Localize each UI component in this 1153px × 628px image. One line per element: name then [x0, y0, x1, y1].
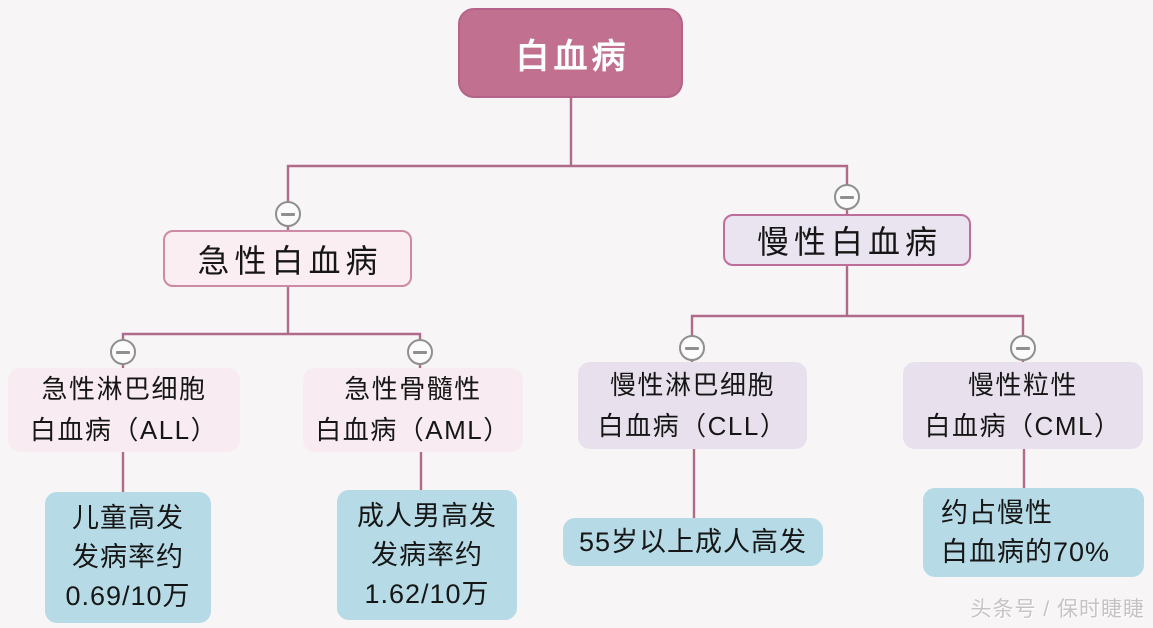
node-aml-line2: 白血病（AML）: [315, 415, 511, 445]
connector-chronic-rail: [690, 314, 1025, 363]
minus-bar: [413, 350, 427, 354]
connector-acute-rail: [121, 332, 422, 369]
minus-bar: [281, 212, 295, 216]
collapse-minus-icon-cll[interactable]: [679, 335, 705, 361]
collapse-minus-icon-cml[interactable]: [1010, 335, 1036, 361]
watermark-toutiao-account: 头条号 / 保时睫睫: [970, 598, 1145, 621]
node-chronic-leukemia[interactable]: 慢性白血病: [723, 214, 971, 266]
note-cml-line2: 白血病的70%: [941, 536, 1111, 567]
node-acute-leukemia-label: 急性白血病: [197, 242, 383, 279]
note-aml-line1: 成人男高发: [357, 500, 497, 531]
node-chronic-leukemia-label: 慢性白血病: [756, 224, 942, 260]
note-cml-share[interactable]: 约占慢性 白血病的70%: [923, 488, 1144, 577]
node-all[interactable]: 急性淋巴细胞 白血病（ALL）: [8, 368, 240, 452]
note-all-line3: 0.69/10万: [65, 581, 191, 611]
node-acute-leukemia[interactable]: 急性白血病: [163, 230, 412, 287]
minus-bar: [1016, 346, 1030, 350]
node-leukemia-root-label: 白血病: [515, 37, 630, 76]
collapse-minus-icon-aml[interactable]: [407, 339, 433, 365]
minus-bar: [840, 195, 854, 199]
note-all-line2: 发病率约: [72, 542, 184, 572]
node-cml-line2: 白血病（CML）: [924, 410, 1122, 441]
note-cml-line1: 约占慢性: [941, 497, 1053, 528]
minus-bar: [116, 350, 130, 354]
collapse-minus-icon-chronic[interactable]: [834, 184, 860, 210]
collapse-minus-icon-acute[interactable]: [275, 201, 301, 227]
minus-bar: [685, 346, 699, 350]
node-cll-line1: 慢性淋巴细胞: [609, 369, 775, 400]
note-cll-line1: 55岁以上成人高发: [578, 526, 808, 557]
collapse-minus-icon-all[interactable]: [110, 339, 136, 365]
note-aml-line3: 1.62/10万: [364, 578, 490, 609]
node-cll[interactable]: 慢性淋巴细胞 白血病（CLL）: [578, 362, 807, 449]
node-cml-line1: 慢性粒性: [967, 369, 1078, 400]
note-all-incidence[interactable]: 儿童高发 发病率约 0.69/10万: [45, 492, 211, 623]
node-aml[interactable]: 急性骨髓性 白血病（AML）: [303, 368, 523, 452]
node-all-line1: 急性淋巴细胞: [41, 374, 207, 404]
node-leukemia-root[interactable]: 白血病: [458, 8, 683, 98]
note-cll-incidence[interactable]: 55岁以上成人高发: [563, 518, 823, 566]
note-all-line1: 儿童高发: [72, 503, 184, 533]
node-all-line2: 白血病（ALL）: [29, 415, 219, 445]
node-cll-line2: 白血病（CLL）: [597, 410, 788, 441]
node-aml-line1: 急性骨髓性: [344, 374, 482, 404]
note-aml-line2: 发病率约: [371, 539, 483, 570]
node-cml[interactable]: 慢性粒性 白血病（CML）: [903, 362, 1143, 449]
note-aml-incidence[interactable]: 成人男高发 发病率约 1.62/10万: [337, 490, 517, 620]
